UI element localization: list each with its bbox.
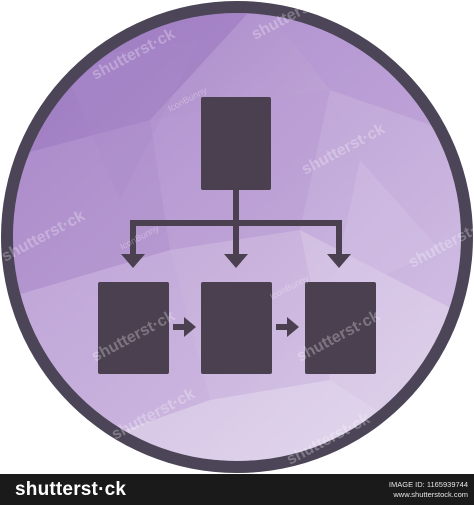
right-drop-line [336, 220, 342, 256]
site-url: www.shutterstock.com [393, 489, 468, 499]
trunk-connector [233, 190, 239, 223]
top-node-box [201, 97, 271, 190]
footer-meta: IMAGE ID: 1165939744 www.shutterstock.co… [389, 480, 468, 499]
center-drop-line [233, 223, 239, 256]
left-drop-line [130, 220, 136, 256]
footer-logo: shutterst·ck [15, 479, 127, 500]
right-right-arrow-icon [287, 317, 299, 337]
bottom-left-node-box [98, 282, 169, 374]
bottom-right-node-box [305, 282, 376, 374]
right-down-arrow-icon [327, 254, 351, 268]
right-right-arrow-shaft [276, 324, 288, 330]
hierarchy-glyph [98, 97, 376, 374]
footer-bar: shutterst·ck IMAGE ID: 1165939744 www.sh… [0, 474, 474, 505]
flowchart-icon-svg: shutterst·ck shutterst·ck shutterst·ck s… [0, 0, 474, 473]
svg-text:shutterst·ck: shutterst·ck [410, 38, 474, 83]
bottom-center-node-box [201, 282, 272, 374]
image-id-label: IMAGE ID: 1165939744 [388, 480, 468, 489]
left-right-arrow-shaft [173, 324, 185, 330]
left-down-arrow-icon [121, 254, 145, 268]
left-right-arrow-icon [184, 317, 196, 337]
icon-artwork: shutterst·ck shutterst·ck shutterst·ck s… [0, 0, 474, 473]
center-down-arrow-icon [224, 254, 248, 268]
